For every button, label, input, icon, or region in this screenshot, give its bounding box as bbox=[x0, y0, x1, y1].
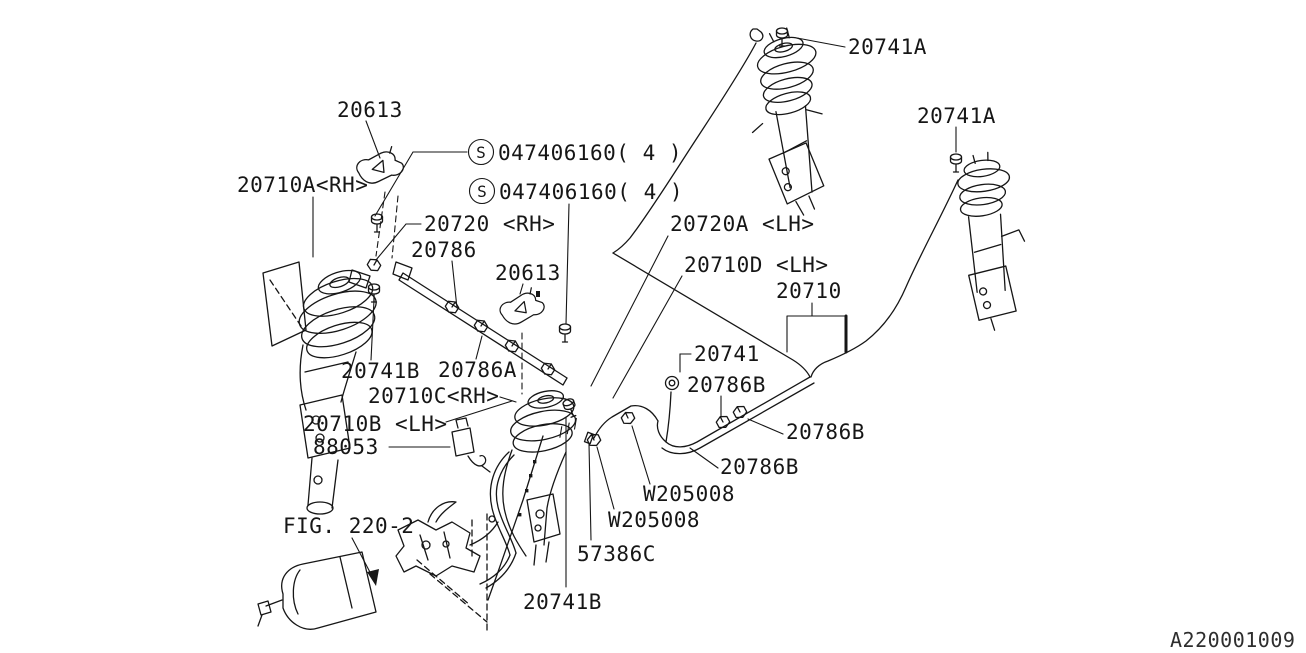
label-20741a-right: 20741A bbox=[917, 104, 996, 128]
label-screw-2: 047406160( 4 ) bbox=[499, 180, 683, 204]
clamp-20786b-2 bbox=[714, 413, 732, 431]
label-w205008-1: W205008 bbox=[643, 482, 735, 506]
label-20786b-right: 20786B bbox=[786, 420, 865, 444]
label-20710d-lh: 20710D <LH> bbox=[684, 253, 829, 277]
label-20741b-mid: 20741B bbox=[341, 359, 420, 383]
clamp-20786a bbox=[472, 317, 490, 335]
grommet-w205008-1 bbox=[619, 409, 637, 427]
diagram-ref-id: A220001009 bbox=[1170, 628, 1295, 652]
screw-mark-1: S bbox=[467, 138, 495, 166]
bracket-20613-top bbox=[356, 146, 405, 184]
compressor-assembly bbox=[257, 501, 499, 631]
label-20710b-lh: 20710B <LH> bbox=[303, 412, 448, 436]
tube-pair-lower bbox=[593, 376, 815, 455]
stud bbox=[536, 291, 540, 297]
tube-rh-diagonal bbox=[392, 261, 568, 386]
clamp-20720rh bbox=[365, 256, 383, 274]
center-air-strut bbox=[479, 390, 577, 601]
label-20710c-rh: 20710C<RH> bbox=[368, 384, 499, 408]
label-20710a-rh: 20710A<RH> bbox=[237, 173, 368, 197]
label-screw-1: 047406160( 4 ) bbox=[498, 141, 682, 165]
label-20741b-bottom: 20741B bbox=[523, 590, 602, 614]
bolt-20741b-mid bbox=[367, 283, 381, 303]
screw-mark-2: S bbox=[468, 177, 496, 205]
label-20786b-low: 20786B bbox=[720, 455, 799, 479]
label-20710: 20710 bbox=[776, 279, 842, 303]
tube-right-strut bbox=[810, 179, 959, 378]
clamp-20786b-1 bbox=[731, 403, 749, 421]
top-right-strut bbox=[749, 27, 825, 216]
tube-lh-long bbox=[612, 42, 811, 378]
clamp bbox=[539, 360, 557, 378]
label-20720a-lh: 20720A <LH> bbox=[670, 212, 815, 236]
left-air-strut bbox=[262, 261, 377, 515]
leader-lines bbox=[312, 37, 957, 588]
connector-57386c bbox=[583, 431, 595, 445]
label-20720-rh: 20720 <RH> bbox=[424, 212, 555, 236]
label-fig-ref: FIG. 220-2 bbox=[283, 514, 414, 538]
label-57386c: 57386C bbox=[577, 542, 656, 566]
dash-line bbox=[391, 195, 399, 259]
label-20786: 20786 bbox=[411, 238, 477, 262]
label-88053: 88053 bbox=[313, 435, 379, 459]
label-20613-top: 20613 bbox=[337, 98, 403, 122]
valve-88053 bbox=[451, 417, 491, 473]
bolt-20741a-right bbox=[949, 153, 963, 173]
screw-047406160-b bbox=[558, 323, 572, 343]
label-20786b-top: 20786B bbox=[687, 373, 766, 397]
label-20613-mid: 20613 bbox=[495, 261, 561, 285]
s-symbol: S bbox=[477, 182, 487, 201]
bracket-20613-mid bbox=[499, 287, 545, 325]
right-strut bbox=[949, 151, 1026, 331]
label-w205008-2: W205008 bbox=[608, 508, 700, 532]
label-20786a: 20786A bbox=[438, 358, 517, 382]
clamp bbox=[503, 337, 521, 355]
label-20741: 20741 bbox=[694, 342, 760, 366]
ring-20741 bbox=[664, 375, 680, 391]
s-symbol: S bbox=[476, 143, 486, 162]
label-20741a-top: 20741A bbox=[848, 35, 927, 59]
fig-arrowhead bbox=[367, 569, 379, 586]
